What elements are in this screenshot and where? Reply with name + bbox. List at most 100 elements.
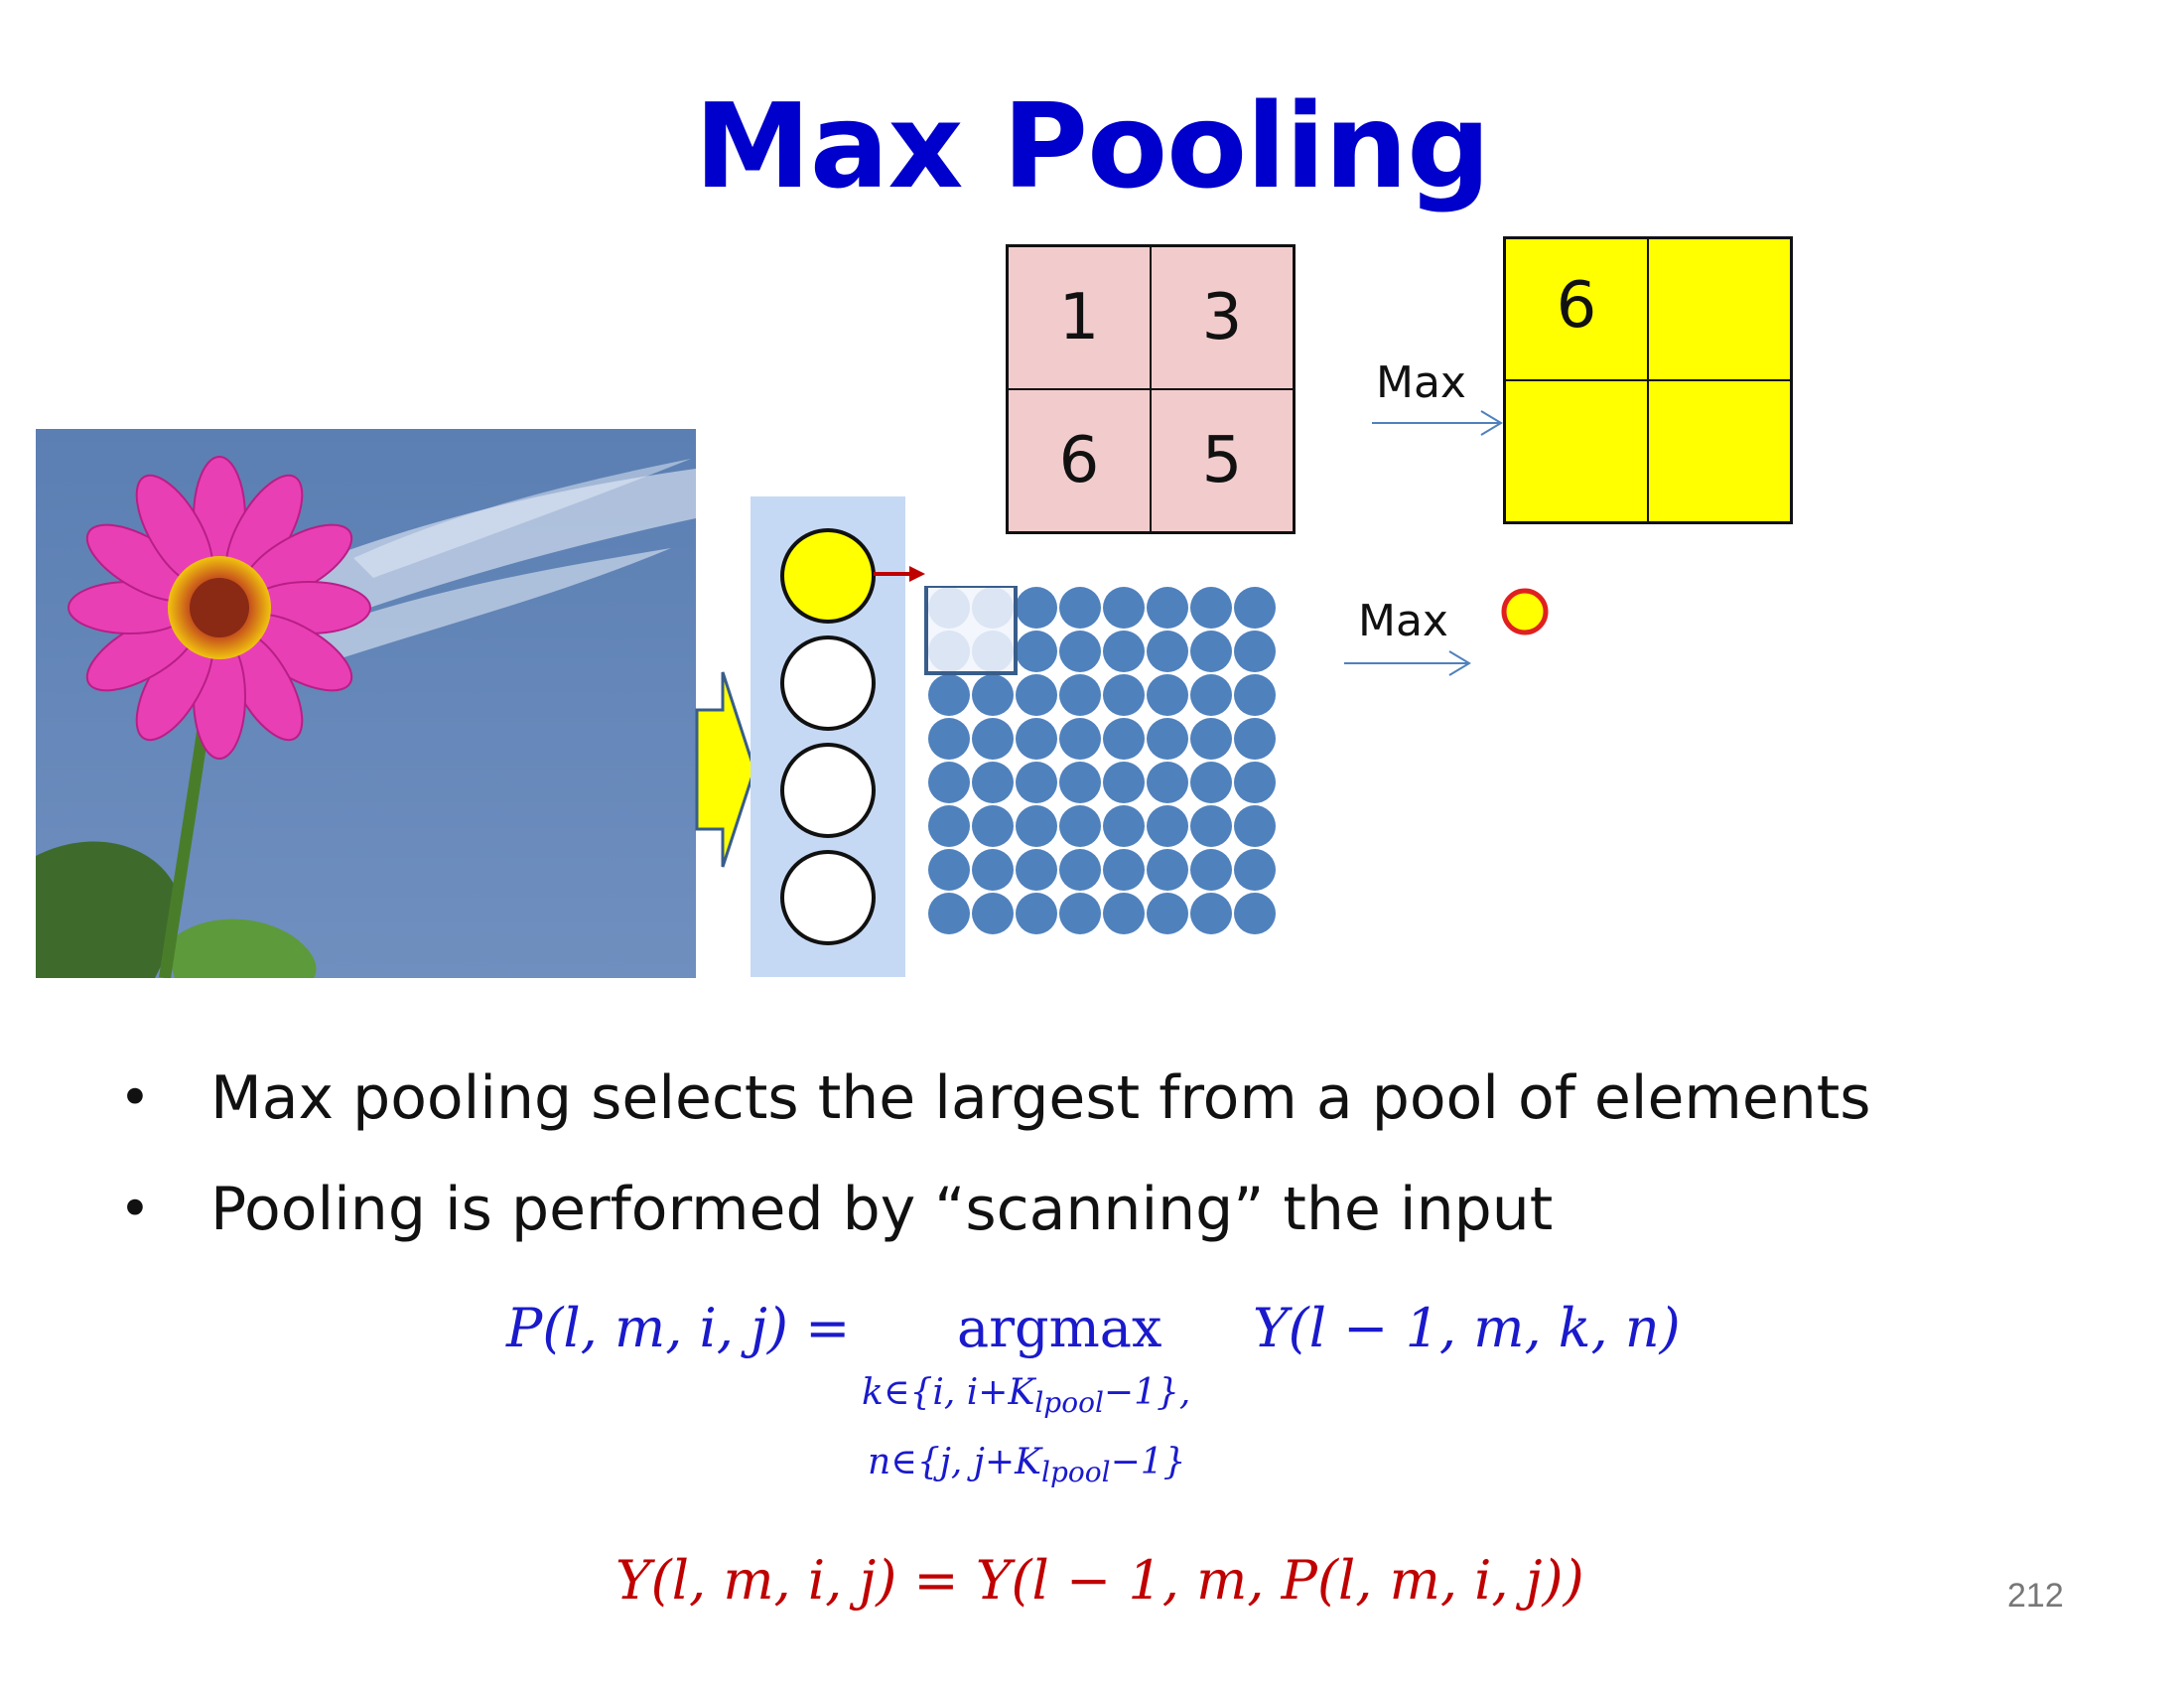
output-cell bbox=[1648, 238, 1791, 380]
feature-unit bbox=[928, 674, 970, 716]
page-number: 212 bbox=[2007, 1577, 2064, 1615]
feature-unit bbox=[1059, 587, 1101, 629]
max-label-bottom: Max bbox=[1358, 596, 1448, 646]
feature-unit bbox=[1147, 718, 1188, 760]
argmax-lhs: P(l, m, i, j) = bbox=[506, 1297, 851, 1359]
feature-unit bbox=[972, 805, 1014, 847]
flower-photo bbox=[36, 429, 696, 978]
red-arrow-head bbox=[909, 566, 925, 582]
arrow-right-icon bbox=[1344, 650, 1471, 676]
argmax-subscript-n: n∈{j, j+Klpool−1} bbox=[868, 1442, 1186, 1489]
feature-unit bbox=[1016, 805, 1057, 847]
feature-unit bbox=[972, 849, 1014, 891]
feature-unit bbox=[1103, 762, 1145, 803]
feature-unit bbox=[928, 718, 970, 760]
feature-unit bbox=[1190, 762, 1232, 803]
feature-unit bbox=[1059, 631, 1101, 672]
pool-window-unit bbox=[972, 587, 1014, 629]
feature-unit bbox=[1234, 762, 1276, 803]
argmax-subscript-k: k∈{i, i+Klpool−1}, bbox=[862, 1372, 1191, 1420]
neuron-column bbox=[780, 528, 925, 945]
feature-unit bbox=[1016, 762, 1057, 803]
feature-unit bbox=[928, 893, 970, 934]
feature-unit bbox=[1234, 805, 1276, 847]
feature-unit bbox=[1147, 893, 1188, 934]
feature-unit bbox=[972, 762, 1014, 803]
block-arrow-icon bbox=[695, 671, 756, 868]
feature-unit bbox=[1234, 893, 1276, 934]
feature-unit bbox=[1147, 762, 1188, 803]
pool-cell: 5 bbox=[1151, 389, 1294, 532]
feature-unit bbox=[1016, 849, 1057, 891]
feature-unit bbox=[1059, 718, 1101, 760]
feature-unit bbox=[1234, 674, 1276, 716]
feature-unit bbox=[1016, 674, 1057, 716]
feature-unit bbox=[1103, 893, 1145, 934]
pooled-neuron-icon bbox=[1501, 588, 1549, 635]
feature-unit bbox=[1016, 587, 1057, 629]
feature-unit bbox=[1147, 631, 1188, 672]
feature-unit bbox=[928, 805, 970, 847]
feature-unit bbox=[928, 849, 970, 891]
feature-unit bbox=[1103, 718, 1145, 760]
neuron-icon bbox=[780, 743, 876, 838]
bullet-text: Max pooling selects the largest from a p… bbox=[210, 1063, 1871, 1133]
feature-unit bbox=[972, 893, 1014, 934]
neuron-icon bbox=[780, 850, 876, 945]
feature-unit bbox=[1234, 718, 1276, 760]
pool-window-unit bbox=[928, 587, 970, 629]
feature-unit bbox=[1147, 674, 1188, 716]
feature-unit bbox=[1059, 805, 1101, 847]
output-cell bbox=[1648, 380, 1791, 522]
feature-unit bbox=[1103, 674, 1145, 716]
pool-window-unit bbox=[972, 631, 1014, 672]
feature-unit bbox=[1059, 762, 1101, 803]
feature-unit bbox=[1147, 805, 1188, 847]
feature-unit bbox=[1190, 631, 1232, 672]
feature-unit bbox=[1190, 718, 1232, 760]
scan-window-box bbox=[924, 586, 1018, 675]
feature-unit bbox=[1016, 718, 1057, 760]
feature-unit bbox=[1234, 587, 1276, 629]
feature-map bbox=[924, 586, 1276, 934]
feature-unit bbox=[1016, 893, 1057, 934]
pooled-output-grid: 6 bbox=[1503, 236, 1793, 524]
feature-unit bbox=[1234, 849, 1276, 891]
feature-unit bbox=[928, 762, 970, 803]
argmax-operator: argmax bbox=[957, 1297, 1162, 1359]
output-cell: 6 bbox=[1505, 238, 1648, 380]
feature-unit bbox=[1016, 631, 1057, 672]
feature-unit bbox=[1190, 805, 1232, 847]
active-neuron-icon bbox=[780, 528, 876, 624]
argmax-rhs: Y(l − 1, m, k, n) bbox=[1253, 1297, 1681, 1359]
bullet-marker: • bbox=[119, 1178, 151, 1240]
feature-unit bbox=[1190, 587, 1232, 629]
feature-unit bbox=[1234, 631, 1276, 672]
slide-title: Max Pooling bbox=[694, 77, 1490, 214]
neuron-icon bbox=[780, 635, 876, 731]
pool-window-grid: 1 3 6 5 bbox=[1006, 244, 1296, 534]
feature-unit bbox=[1059, 893, 1101, 934]
feature-unit bbox=[1190, 849, 1232, 891]
feature-unit bbox=[1103, 849, 1145, 891]
feature-unit bbox=[1147, 587, 1188, 629]
feature-unit bbox=[1190, 674, 1232, 716]
feature-unit bbox=[1103, 587, 1145, 629]
pool-cell: 6 bbox=[1008, 389, 1151, 532]
output-cell bbox=[1505, 380, 1648, 522]
max-label-top: Max bbox=[1376, 357, 1466, 408]
arrow-right-icon bbox=[1372, 410, 1503, 436]
feature-unit bbox=[1103, 805, 1145, 847]
feature-unit bbox=[1059, 674, 1101, 716]
bullet-marker: • bbox=[119, 1066, 151, 1129]
output-equation: Y(l, m, i, j) = Y(l − 1, m, P(l, m, i, j… bbox=[615, 1549, 1584, 1612]
pool-window-unit bbox=[928, 631, 970, 672]
feature-unit bbox=[972, 674, 1014, 716]
pool-cell: 3 bbox=[1151, 246, 1294, 389]
feature-unit bbox=[972, 718, 1014, 760]
feature-unit bbox=[1103, 631, 1145, 672]
bullet-text: Pooling is performed by “scanning” the i… bbox=[210, 1175, 1554, 1244]
feature-unit bbox=[1147, 849, 1188, 891]
feature-unit bbox=[1190, 893, 1232, 934]
feature-unit bbox=[1059, 849, 1101, 891]
